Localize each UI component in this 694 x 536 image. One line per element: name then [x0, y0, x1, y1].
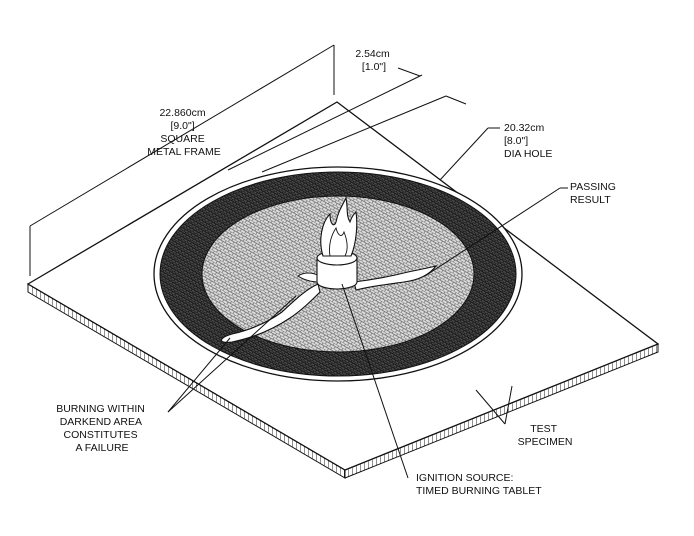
- frame-dimension-line: [29, 44, 335, 227]
- passing-leader: [424, 187, 561, 277]
- burn-trail-right: [353, 265, 438, 291]
- border-width-label: 2.54cm [1.0"]: [355, 48, 392, 73]
- hole-diameter-label: 20.32cm [8.0"] DIA HOLE: [504, 122, 552, 160]
- failure-label: BURNING WITHIN DARKEND AREA CONSTITUTES …: [56, 403, 148, 454]
- border-dimension-line-2: [261, 95, 447, 173]
- frame-size-label: 22.860cm [9.0"] SQUARE METAL FRAME: [147, 107, 221, 158]
- failure-leader-2: [167, 295, 297, 413]
- failure-leader-1: [167, 337, 231, 413]
- test-specimen-label: TEST SPECIMEN: [518, 423, 573, 448]
- hole-diameter-leader: [439, 127, 489, 181]
- burn-trail-left: [220, 283, 321, 343]
- ignition-leader: [341, 283, 409, 479]
- ignition-source-label: IGNITION SOURCE: TIMED BURNING TABLET: [416, 472, 542, 497]
- border-dimension-line-1: [227, 74, 423, 171]
- specimen-leader-1: [475, 389, 506, 425]
- passing-result-label: PASSING RESULT: [570, 181, 619, 206]
- burn-trail-rear: [297, 272, 321, 283]
- specimen-leader-2: [504, 385, 513, 425]
